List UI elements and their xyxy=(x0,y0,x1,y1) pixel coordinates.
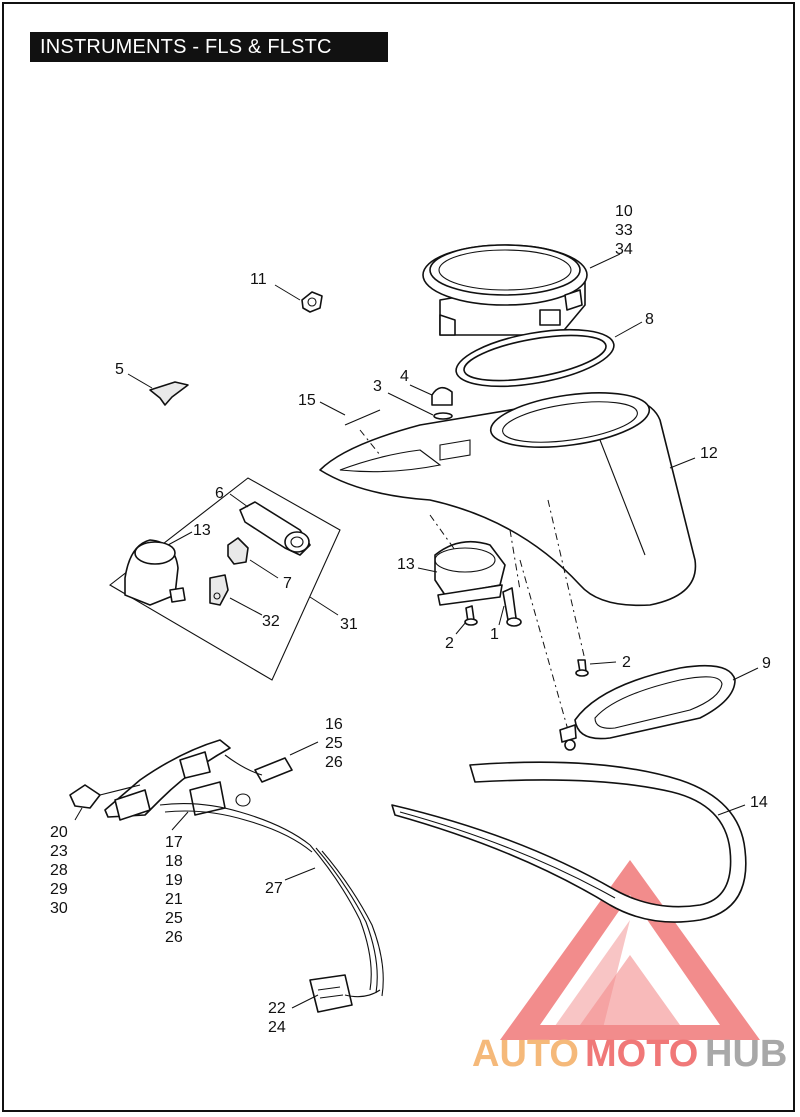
callout-14: 14 xyxy=(750,794,768,811)
callout-20: 20 xyxy=(50,824,68,841)
seal-strip-part-14 xyxy=(391,761,747,923)
callout-5: 5 xyxy=(115,361,124,378)
callout-23: 23 xyxy=(50,843,68,860)
screw-part-2-left xyxy=(464,605,478,626)
callout-31: 31 xyxy=(340,616,358,633)
callout-34: 34 xyxy=(615,241,633,258)
callout-9: 9 xyxy=(762,655,771,672)
callout-6: 6 xyxy=(215,485,224,502)
callout-29: 29 xyxy=(50,881,68,898)
ignition-switch-part-6 xyxy=(239,501,311,556)
callout-26-bottom: 26 xyxy=(165,929,183,946)
callout-26-top: 26 xyxy=(325,754,343,771)
bracket-part-5 xyxy=(149,381,189,406)
callout-25-top: 25 xyxy=(325,735,343,752)
clip-part-11 xyxy=(301,291,323,313)
callout-22: 22 xyxy=(268,1000,286,1017)
screw-part-2-right xyxy=(575,659,589,677)
wiring-harness xyxy=(69,739,384,1013)
callout-15: 15 xyxy=(298,392,316,409)
retainer-part-7 xyxy=(227,537,249,565)
callout-2-left: 2 xyxy=(445,635,454,652)
watermark-text: AUTO MOTO HUB xyxy=(472,1033,787,1075)
watermark-logo xyxy=(500,860,760,1040)
callout-24: 24 xyxy=(268,1019,286,1036)
callout-27: 27 xyxy=(265,880,283,897)
callout-13-center: 13 xyxy=(397,556,415,573)
watermark-moto: MOTO xyxy=(585,1033,698,1075)
callout-13-left: 13 xyxy=(193,522,211,539)
bolt-part-1 xyxy=(502,587,522,627)
callout-16: 16 xyxy=(325,716,343,733)
callout-3: 3 xyxy=(373,378,382,395)
washer-part-3 xyxy=(433,412,453,420)
callout-2-right: 2 xyxy=(622,654,631,671)
watermark-auto: AUTO xyxy=(472,1033,579,1075)
callout-1: 1 xyxy=(490,626,499,643)
callout-10: 10 xyxy=(615,203,633,220)
callout-30: 30 xyxy=(50,900,68,917)
callout-18: 18 xyxy=(165,853,183,870)
callout-28: 28 xyxy=(50,862,68,879)
callout-12: 12 xyxy=(700,445,718,462)
indicator-housing-part-13 xyxy=(434,540,506,606)
page-title: INSTRUMENTS - FLS & FLSTC xyxy=(30,32,388,62)
watermark-hub: HUB xyxy=(705,1033,787,1075)
callout-8: 8 xyxy=(645,311,654,328)
console-housing-part-12 xyxy=(319,392,697,607)
callout-4: 4 xyxy=(400,368,409,385)
callout-21: 21 xyxy=(165,891,183,908)
key-part-32 xyxy=(209,574,229,606)
trim-ring-part-9 xyxy=(559,664,736,751)
callout-11: 11 xyxy=(250,271,267,288)
speedometer-part-10 xyxy=(422,244,588,336)
acorn-nut-part-4 xyxy=(431,386,453,406)
callout-7: 7 xyxy=(283,575,292,592)
kit-outline-part-31 xyxy=(109,477,341,681)
callout-32: 32 xyxy=(262,613,280,630)
gasket-part-8 xyxy=(455,328,615,388)
ring-part-15 xyxy=(344,409,381,426)
indicator-lamp-part-13-left xyxy=(124,539,186,606)
callout-25-bottom: 25 xyxy=(165,910,183,927)
callout-17: 17 xyxy=(165,834,183,851)
callout-33: 33 xyxy=(615,222,633,239)
callout-19: 19 xyxy=(165,872,183,889)
